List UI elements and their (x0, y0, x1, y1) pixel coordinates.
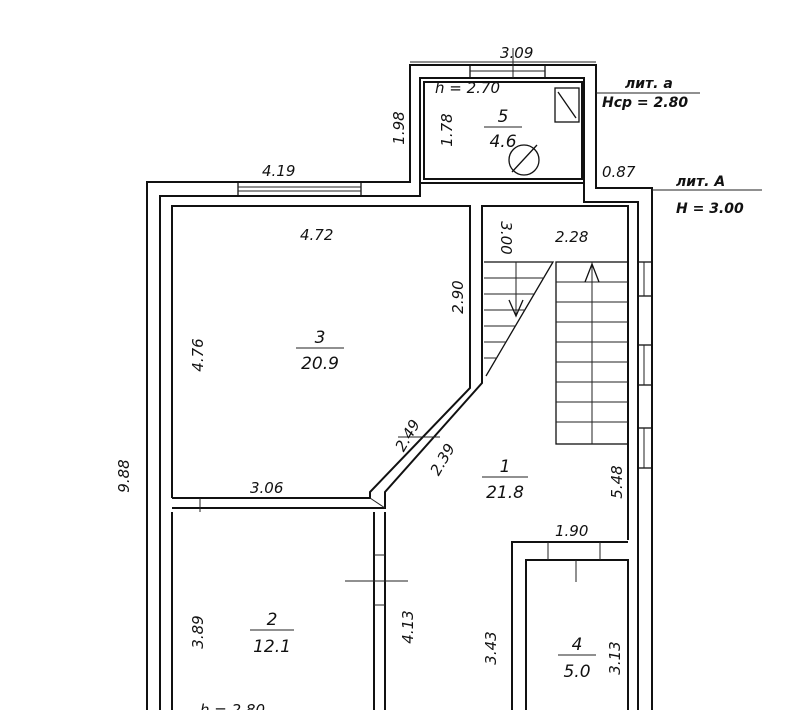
staircase (484, 261, 629, 445)
room-area: 5.0 (563, 662, 590, 682)
dim-diag-a: 2.49 (392, 417, 424, 455)
window-top-left (237, 181, 362, 197)
dim-top-left: 4.19 (262, 162, 295, 180)
dim-stair-h: 3.00 (497, 221, 515, 254)
dim-room3-right: 2.90 (449, 280, 467, 313)
lit-A-label: лит. А Н = 3.00 (676, 174, 744, 217)
dim-room4-left: 3.43 (482, 631, 500, 664)
room-area: 4.6 (489, 132, 516, 152)
room5-height: h = 2.70 (435, 79, 500, 97)
room-number: 4 (572, 635, 583, 655)
dim-room4-top: 1.90 (555, 522, 588, 540)
lit-a-label: лит. а Нср = 2.80 (602, 76, 688, 111)
room-area: 20.9 (301, 354, 339, 374)
dim-annex-right: 0.87 (602, 163, 636, 181)
room-3-label: 3 20.9 (296, 328, 344, 374)
room-number: 5 (498, 107, 509, 127)
dim-room2-left: 3.89 (189, 615, 207, 648)
room-number: 2 (267, 610, 278, 630)
room-2-label: 2 12.1 (250, 610, 294, 657)
room-1-label: 1 21.8 (482, 457, 528, 503)
room2-height: h = 2.80 (200, 701, 265, 710)
dim-room2-right: 4.13 (399, 610, 417, 643)
right-windows (637, 261, 653, 469)
boiler-icon (554, 87, 580, 123)
room-area: 21.8 (486, 483, 524, 503)
dim-room3-bottom: 3.06 (250, 479, 283, 497)
window-top-annex (469, 64, 546, 79)
room-5-label: 5 4.6 (484, 107, 522, 152)
dim-diag-b: 2.39 (427, 441, 459, 479)
room-4-label: 4 5.0 (558, 635, 596, 682)
doors (199, 497, 601, 606)
lit-a-height: Нср = 2.80 (602, 95, 688, 111)
dim-room3-left: 4.76 (189, 338, 207, 371)
room-number: 3 (315, 328, 326, 348)
dim-room4-right: 3.13 (606, 641, 624, 674)
room-area: 12.1 (253, 637, 291, 657)
dim-overall-left: 9.88 (115, 459, 133, 492)
lit-a-name: лит. а (625, 76, 673, 92)
dimension-lines (345, 48, 762, 582)
room-number: 1 (500, 457, 511, 477)
dim-annex-left: 1.98 (390, 111, 408, 144)
lit-A-name: лит. А (676, 174, 725, 190)
dim-room3-top: 4.72 (300, 226, 333, 244)
gas-stove-icon (508, 144, 540, 176)
dim-top-annex: 3.09 (500, 44, 533, 62)
lit-A-height: Н = 3.00 (676, 201, 744, 217)
dim-stair-w: 2.28 (555, 228, 588, 246)
dim-room1-right: 5.48 (608, 465, 626, 498)
dim-room5-left: 1.78 (438, 113, 456, 146)
